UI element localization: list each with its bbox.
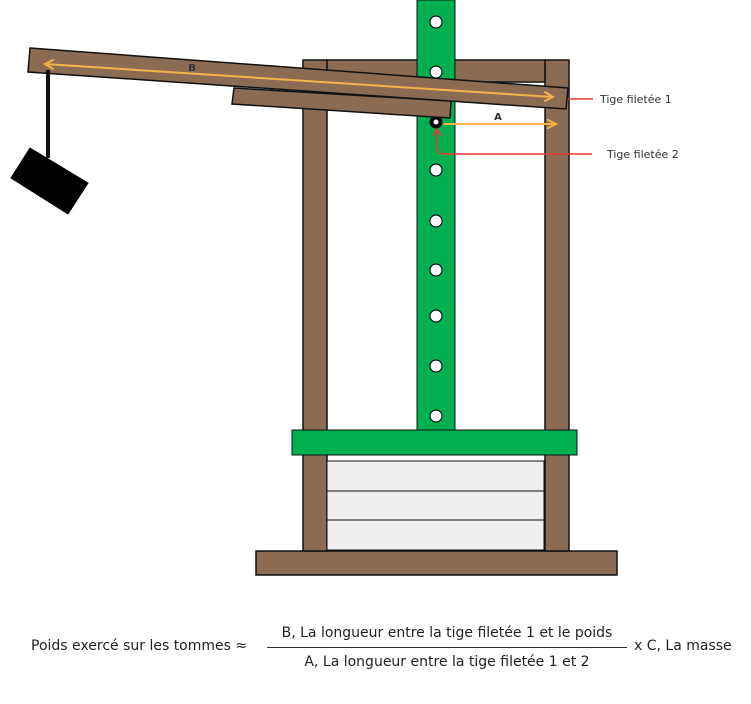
formula-denominator: A, La longueur entre la tige filetée 1 e…: [304, 654, 590, 670]
left-post: [302, 59, 328, 552]
label-rod-2: Tige filetée 2: [606, 148, 679, 161]
formula-numerator: B, La longueur entre la tige filetée 1 e…: [281, 625, 613, 641]
rack-hole: [429, 359, 443, 373]
rack-hole: [429, 409, 443, 423]
rack-hole: [429, 65, 443, 79]
rack-hole: [429, 309, 443, 323]
pivot-hole-inner: [433, 119, 439, 125]
pointer-rod-2: [436, 130, 592, 155]
cheese-wheel: [326, 490, 545, 521]
formula-fraction: B, La longueur entre la tige filetée 1 e…: [267, 622, 627, 673]
rack-hole: [429, 15, 443, 29]
long-lever: [27, 47, 569, 110]
label-a: A: [494, 112, 502, 123]
press-plate: [291, 429, 578, 456]
rack-hole: [429, 163, 443, 177]
label-b: B: [188, 63, 196, 74]
press-base: [255, 550, 618, 576]
rack-hole: [429, 214, 443, 228]
fraction-bar: [267, 647, 627, 648]
hanging-weight: [10, 147, 89, 215]
pointer-rod-2-head: [432, 127, 442, 137]
arrow-a: [443, 119, 559, 129]
arrow-b: [42, 59, 556, 102]
label-rod-1: Tige filetée 1: [599, 93, 672, 106]
rack-holes: [429, 15, 443, 423]
weight-formula: Poids exercé sur les tommes ≈ B, La long…: [0, 622, 751, 682]
formula-lhs: Poids exercé sur les tommes ≈: [31, 638, 248, 654]
formula-rhs: x C, La masse: [634, 638, 732, 654]
cheese-wheel: [326, 519, 545, 551]
right-post: [544, 59, 570, 552]
cheese-stack: [326, 460, 545, 551]
cheese-wheel: [326, 460, 545, 492]
rack-hole: [429, 263, 443, 277]
